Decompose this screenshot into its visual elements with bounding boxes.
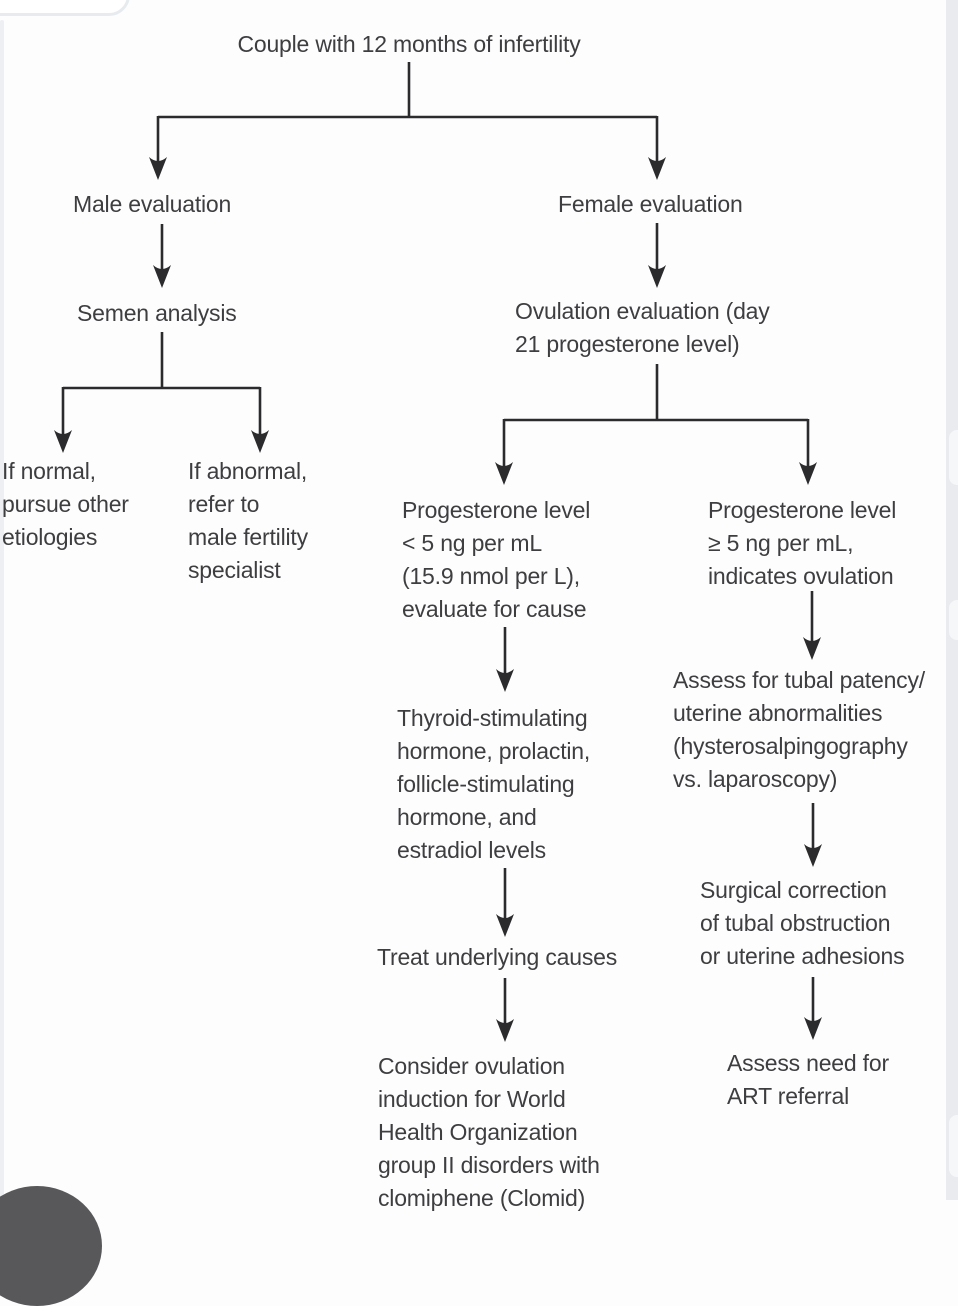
screen-edge-bump bbox=[949, 1115, 958, 1177]
flowchart-connectors bbox=[54, 62, 822, 1042]
node-female-evaluation: Female evaluation bbox=[558, 191, 743, 217]
node-semen-normal: If normal, pursue other etiologies bbox=[2, 458, 129, 550]
connector-semen-split bbox=[54, 332, 269, 453]
node-hormone-workup: Thyroid-stimulating hormone, prolactin, … bbox=[397, 705, 591, 863]
connector-ovulation-split bbox=[495, 364, 817, 485]
node-art-referral: Assess need for ART referral bbox=[727, 1050, 889, 1109]
connector-root-split bbox=[149, 62, 666, 180]
connector-treat-to-induction bbox=[496, 978, 514, 1042]
screen-edge-strip-right bbox=[946, 0, 958, 1200]
node-ovulation-evaluation: Ovulation evaluation (day 21 progesteron… bbox=[515, 298, 770, 357]
node-semen-abnormal: If abnormal, refer to male fertility spe… bbox=[188, 458, 308, 583]
floating-button-partial[interactable] bbox=[0, 1186, 102, 1306]
node-treat-causes: Treat underlying causes bbox=[377, 944, 618, 970]
node-ovulation-induction: Consider ovulation induction for World H… bbox=[378, 1053, 600, 1211]
connector-male-to-semen bbox=[153, 224, 171, 288]
screen-edge-strip-left bbox=[0, 20, 4, 1200]
node-couple-infertility: Couple with 12 months of infertility bbox=[237, 31, 581, 57]
connector-high-to-tubal bbox=[803, 591, 821, 660]
connector-tubal-to-surgical bbox=[804, 803, 822, 867]
node-surgical-correction: Surgical correction of tubal obstruction… bbox=[700, 877, 905, 969]
node-semen-analysis: Semen analysis bbox=[77, 300, 237, 326]
node-progesterone-high: Progesterone level ≥ 5 ng per mL, indica… bbox=[708, 497, 897, 589]
connector-female-to-ovulation bbox=[648, 223, 666, 288]
node-tubal-assessment: Assess for tubal patency/ uterine abnorm… bbox=[673, 667, 925, 792]
node-male-evaluation: Male evaluation bbox=[73, 191, 232, 217]
node-progesterone-low: Progesterone level < 5 ng per mL (15.9 n… bbox=[402, 497, 591, 622]
screen-edge-bump bbox=[949, 430, 958, 485]
connector-surgical-to-art bbox=[804, 977, 822, 1040]
connector-low-to-hormones bbox=[496, 627, 514, 692]
screen-edge-bump bbox=[949, 600, 958, 640]
connector-hormones-to-treat bbox=[496, 868, 514, 937]
